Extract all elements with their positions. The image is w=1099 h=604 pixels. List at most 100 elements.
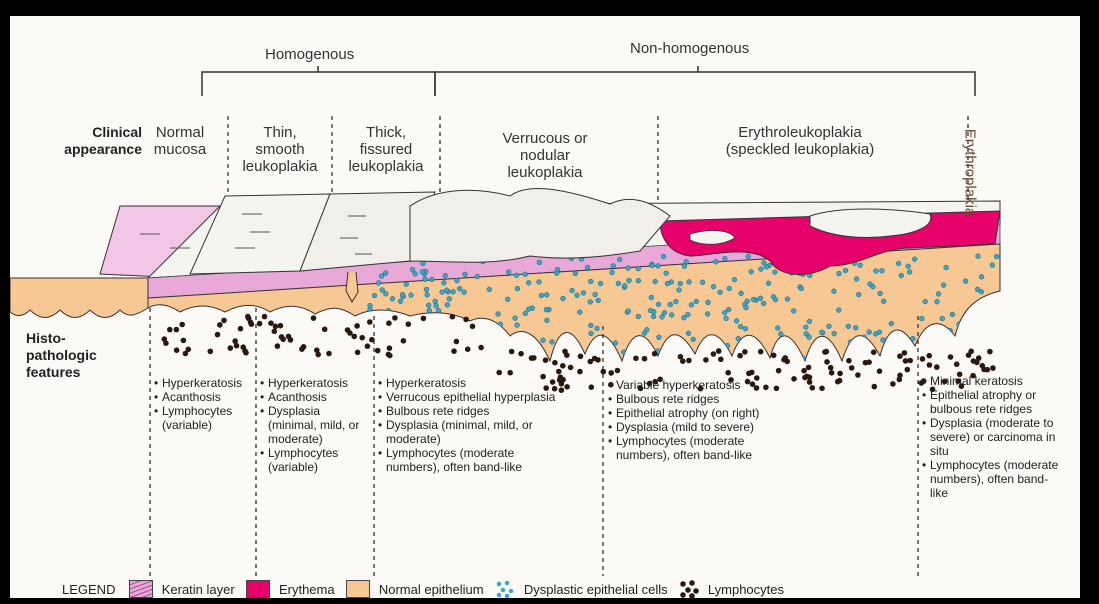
lymphocyte xyxy=(401,338,407,344)
dysplastic-cell xyxy=(409,293,414,298)
dysplastic-cell xyxy=(700,280,705,285)
legend-label-erythema: Erythema xyxy=(279,582,335,597)
lymphocyte xyxy=(367,319,373,325)
dysplastic-cell xyxy=(694,299,699,304)
dysplastic-cell xyxy=(433,299,438,304)
lymphocyte xyxy=(543,357,549,363)
dysplastic-cell xyxy=(832,289,837,294)
dysplastic-cell xyxy=(662,310,667,315)
dysplastic-cell xyxy=(854,277,859,282)
lymphocyte xyxy=(221,318,227,324)
dysplastic-cell xyxy=(462,290,467,295)
dysplastic-cell xyxy=(656,264,661,269)
lymphocyte xyxy=(278,323,284,329)
dysplastic-cell xyxy=(417,351,422,356)
lymphocyte xyxy=(577,369,583,375)
lymphocyte xyxy=(608,370,614,376)
lymphocyte xyxy=(507,370,513,376)
dysplastic-cell xyxy=(376,281,381,286)
lymphocyte xyxy=(217,322,223,328)
dysplastic-cell xyxy=(537,260,542,265)
lymphocyte xyxy=(758,349,764,355)
dysplastic-cell xyxy=(651,314,656,319)
lymphocyte xyxy=(872,384,878,390)
dysplastic-cell xyxy=(738,324,743,329)
dysplastic-cell xyxy=(386,316,391,321)
lymphocyte xyxy=(560,363,566,369)
dysplastic-cell xyxy=(799,286,804,291)
dysplastic-cell xyxy=(727,286,732,291)
dysplastic-cell xyxy=(598,281,603,286)
dysplastic-cell xyxy=(889,321,894,326)
dysplastic-cell xyxy=(856,292,861,297)
dysplastic-cell xyxy=(982,310,987,315)
lymphocyte xyxy=(463,317,469,323)
dysplastic-cell xyxy=(515,323,520,328)
lymphocytes-icon xyxy=(679,580,699,598)
lymphocyte xyxy=(509,349,515,355)
dysplastic-cell xyxy=(410,267,415,272)
lymphocyte xyxy=(568,365,574,371)
dysplastic-cell xyxy=(595,326,600,331)
keratin-swatch xyxy=(129,580,153,598)
lymphocyte xyxy=(470,324,476,330)
dysplastic-cell xyxy=(705,312,710,317)
lymphocyte xyxy=(387,353,393,359)
dysplastic-cell xyxy=(976,254,981,259)
lymphocyte xyxy=(771,353,777,359)
dysplastic-cell xyxy=(902,336,907,341)
dysplastic-cell xyxy=(544,307,549,312)
dysplastic-cell xyxy=(853,325,858,330)
dysplastic-cell xyxy=(836,308,841,313)
dysplastic-cell xyxy=(682,315,687,320)
lymphocyte xyxy=(806,365,812,371)
lymphocyte xyxy=(406,321,412,327)
lymphocyte xyxy=(179,322,185,328)
dysplastic-cell xyxy=(691,337,696,342)
dysplastic-cell xyxy=(881,338,886,343)
dysplastic-cell xyxy=(687,280,692,285)
dysplastic-cell xyxy=(550,340,555,345)
lymphocyte xyxy=(652,351,658,357)
dysplastic-cell xyxy=(514,273,519,278)
dysplastic-cell xyxy=(486,337,491,342)
dysplastic-cell xyxy=(898,362,903,367)
dysplastic-cell xyxy=(791,309,796,314)
dysplastic-cell xyxy=(846,324,851,329)
lymphocyte xyxy=(633,356,639,362)
dysplastic-cell xyxy=(935,358,940,363)
lymphocyte xyxy=(897,353,903,359)
dysplastic-cell xyxy=(513,316,518,321)
dysplastic-cell xyxy=(447,297,452,302)
dysplastic-cell xyxy=(832,331,837,336)
dysplastic-cell xyxy=(568,344,573,349)
lymphocyte xyxy=(615,368,621,374)
dysplastic-cell xyxy=(871,284,876,289)
dysplastic-cell xyxy=(837,271,842,276)
lymphocyte xyxy=(529,355,535,361)
lymphocyte xyxy=(351,334,357,340)
lymphocyte xyxy=(846,358,852,364)
lymphocyte xyxy=(905,367,911,373)
lymphocyte xyxy=(920,356,926,362)
dysplastic-cell xyxy=(912,257,917,262)
lymphocyte xyxy=(552,360,558,366)
lymphocyte xyxy=(746,371,752,377)
dysplastic-cell xyxy=(636,314,641,319)
dysplastic-cell xyxy=(662,349,667,354)
dysplastic-cell xyxy=(979,274,984,279)
lymphocyte xyxy=(810,385,816,391)
dysplastic-cell xyxy=(775,360,780,365)
dysplastic-cell xyxy=(444,347,449,352)
dysplastic-cell xyxy=(975,287,980,292)
lymphocyte xyxy=(742,349,748,355)
legend-label-epithelium: Normal epithelium xyxy=(379,582,484,597)
dysplastic-cell xyxy=(636,278,641,283)
dysplastic-cell xyxy=(674,299,679,304)
dysplastic-cell xyxy=(523,272,528,277)
features-erythroleukoplakia: Minimal keratosisEpithelial atrophy or b… xyxy=(922,374,1062,500)
column-title-erythroplakia: Erythroplakia xyxy=(962,118,979,228)
dysplastic-cell xyxy=(896,261,901,266)
dysplastic-cell xyxy=(650,263,655,268)
dysplastic-cell xyxy=(477,362,482,367)
